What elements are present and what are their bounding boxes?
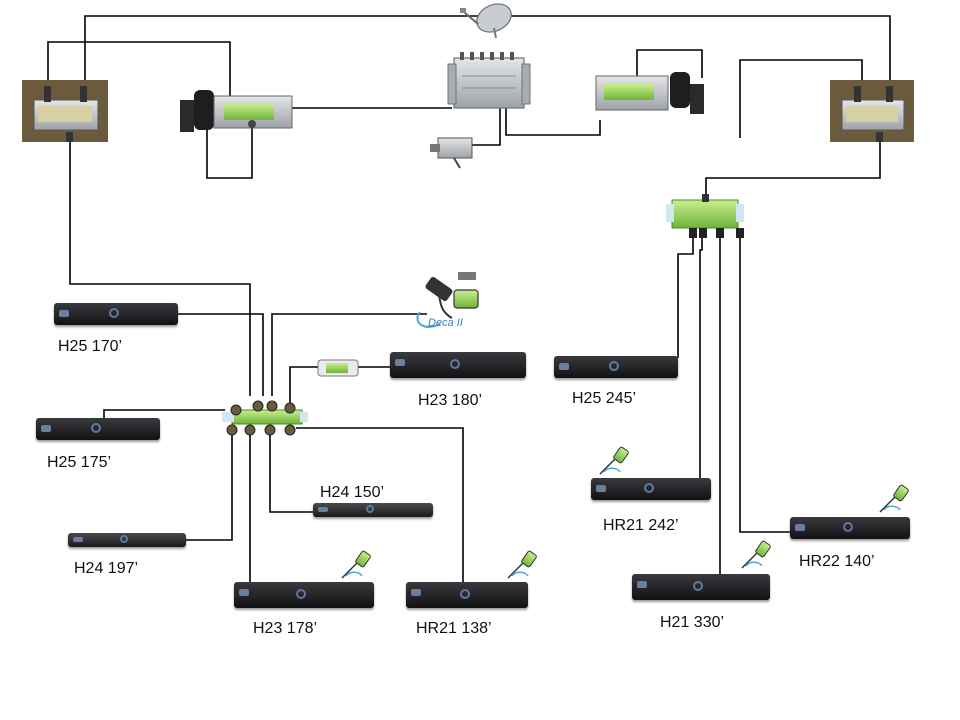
multiswitch-icon xyxy=(447,52,531,109)
power-inserter-icon xyxy=(595,72,704,114)
cable-h23-180 xyxy=(289,366,322,406)
receiver-logo xyxy=(637,581,647,588)
receiver-h24-150 xyxy=(313,503,433,517)
receiver-label-h25-245: H25 245’ xyxy=(572,390,637,407)
receiver-label-h25-175: H25 175’ xyxy=(47,454,112,471)
deca-dongle-icon xyxy=(879,484,909,513)
cable-h25-245 xyxy=(677,238,694,358)
receiver-logo xyxy=(73,537,83,542)
deca-adapter-icon xyxy=(416,272,479,328)
receiver-logo xyxy=(795,524,805,531)
cable-right-sws-to-splitter xyxy=(705,138,881,196)
receiver-label-h24-197: H24 197’ xyxy=(74,560,139,577)
deca-filter xyxy=(317,359,359,377)
receiver-h21-330 xyxy=(632,574,770,600)
deca-dongle-icon xyxy=(741,540,771,569)
receiver-hr22-140 xyxy=(790,517,910,539)
cable-hr21-242 xyxy=(699,238,703,478)
cable-h24-197 xyxy=(186,430,233,541)
receiver-label-h23-180: H23 180’ xyxy=(418,392,483,409)
receiver-label-hr21-138: HR21 138’ xyxy=(416,620,492,637)
receiver-h25-170 xyxy=(54,303,178,325)
receiver-logo xyxy=(559,363,569,370)
cable-multiswitch-to-psu xyxy=(472,108,501,146)
deca-label: Deca II xyxy=(428,317,463,329)
receiver-label-hr22-140: HR22 140’ xyxy=(799,553,875,570)
receiver-logo xyxy=(239,589,249,596)
receiver-label-h24-150: H24 150’ xyxy=(320,484,385,501)
receiver-h25-245 xyxy=(554,356,678,378)
cable-hr22-140 xyxy=(739,238,790,533)
satellite-dish-icon xyxy=(460,3,512,39)
receiver-hr21-242 xyxy=(591,478,711,500)
receiver-h23-180 xyxy=(390,352,526,378)
cable-h25-175 xyxy=(103,409,225,420)
receiver-logo xyxy=(318,507,328,512)
cable-multiswitch-to-right-inserter xyxy=(505,108,601,136)
receiver-logo xyxy=(41,425,51,432)
cable-h24-150 xyxy=(269,430,313,513)
deca-dongle-icon xyxy=(341,550,371,579)
cable-right-inserter-to-sws xyxy=(739,59,863,138)
receiver-logo xyxy=(395,359,405,366)
left-sws-unit xyxy=(22,80,108,142)
receiver-label-h21-330: H21 330’ xyxy=(660,614,725,631)
receiver-h23-178 xyxy=(234,582,374,608)
deca-dongle-icon xyxy=(507,550,537,579)
receiver-label-h25-170: H25 170’ xyxy=(58,338,123,355)
receiver-logo xyxy=(59,310,69,317)
receiver-label-hr21-242: HR21 242’ xyxy=(603,517,679,534)
cable-hr21-138 xyxy=(296,427,464,584)
cable-deca xyxy=(271,313,427,396)
receiver-h24-197 xyxy=(68,533,186,547)
power-supply-icon xyxy=(430,137,473,169)
power-inserter-icon xyxy=(180,90,293,132)
cable-h25-170 xyxy=(178,313,264,396)
receiver-logo xyxy=(596,485,606,492)
center-splitter xyxy=(222,400,308,436)
receiver-logo xyxy=(411,589,421,596)
cable-right-inserter-top xyxy=(636,49,703,78)
cable-network xyxy=(47,15,891,584)
receiver-hr21-138 xyxy=(406,582,528,608)
deca-dongle-icon xyxy=(599,446,629,475)
cable-inserter-loop xyxy=(206,128,253,179)
cable-left-sws-to-inserter xyxy=(47,41,231,100)
right-splitter xyxy=(666,194,744,238)
receiver-h25-175 xyxy=(36,418,160,440)
cable-left-sws-to-splitter xyxy=(69,140,251,396)
receiver-label-h23-178: H23 178’ xyxy=(253,620,318,637)
right-sws-unit xyxy=(830,80,914,142)
